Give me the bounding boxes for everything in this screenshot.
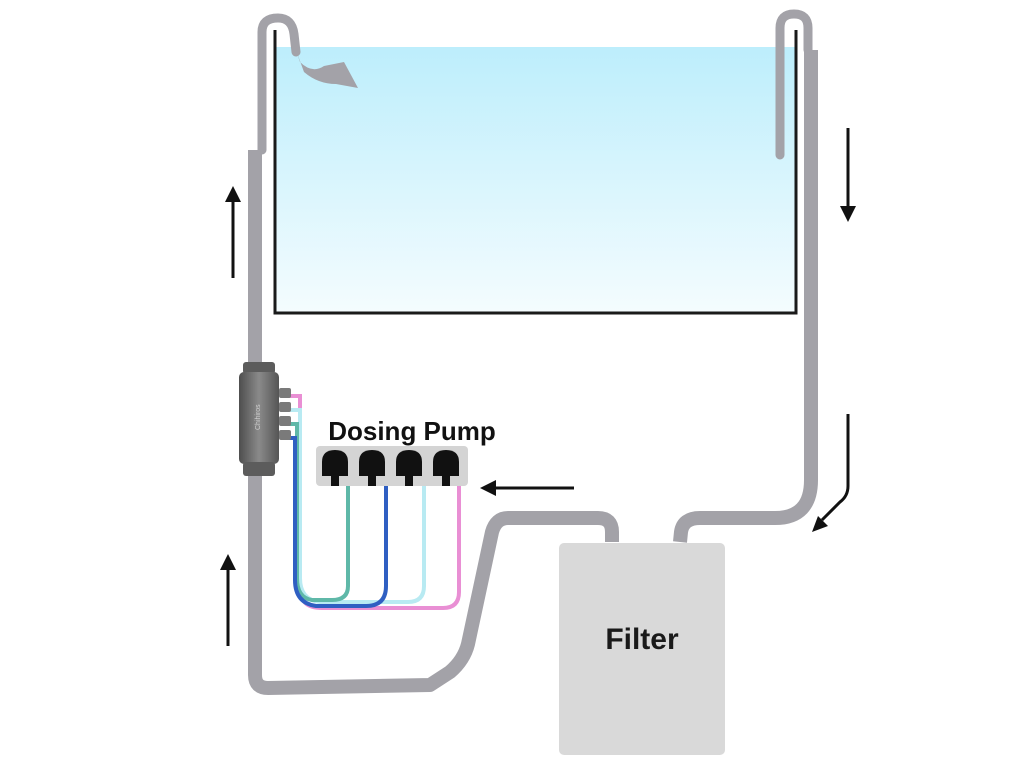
pump-head-2	[359, 450, 385, 486]
return-nozzle	[296, 50, 358, 88]
arrow-down-curved-icon	[812, 414, 850, 532]
pump-head-4	[433, 450, 459, 486]
intake-pipe	[673, 50, 818, 543]
aquarium-tank	[273, 30, 798, 315]
filter-label: Filter	[605, 623, 679, 656]
pump-head-1	[322, 450, 348, 486]
return-pipe-upper	[257, 13, 301, 155]
pump-bar	[316, 446, 468, 486]
flow-arrows	[220, 128, 856, 646]
arrow-up-upper-icon	[225, 186, 241, 278]
dosing-pump: Dosing Pump	[316, 416, 496, 486]
aquarium-water	[275, 47, 795, 312]
manifold-brand-label: Chihiros	[255, 404, 262, 430]
tube-2	[286, 422, 350, 602]
arrow-up-lower-icon	[220, 554, 236, 646]
arrow-down-upper-icon	[840, 128, 856, 222]
intake-pipe-hook	[775, 9, 813, 160]
filter-canister	[559, 543, 725, 755]
arrow-left-icon	[480, 480, 574, 496]
pump-head-3	[396, 450, 422, 486]
dosing-pump-label: Dosing Pump	[328, 416, 496, 446]
dosing-manifold: Chihiros	[239, 362, 291, 476]
dosing-tubes	[286, 394, 461, 610]
return-pipe	[248, 150, 619, 695]
tube-1	[286, 436, 388, 608]
